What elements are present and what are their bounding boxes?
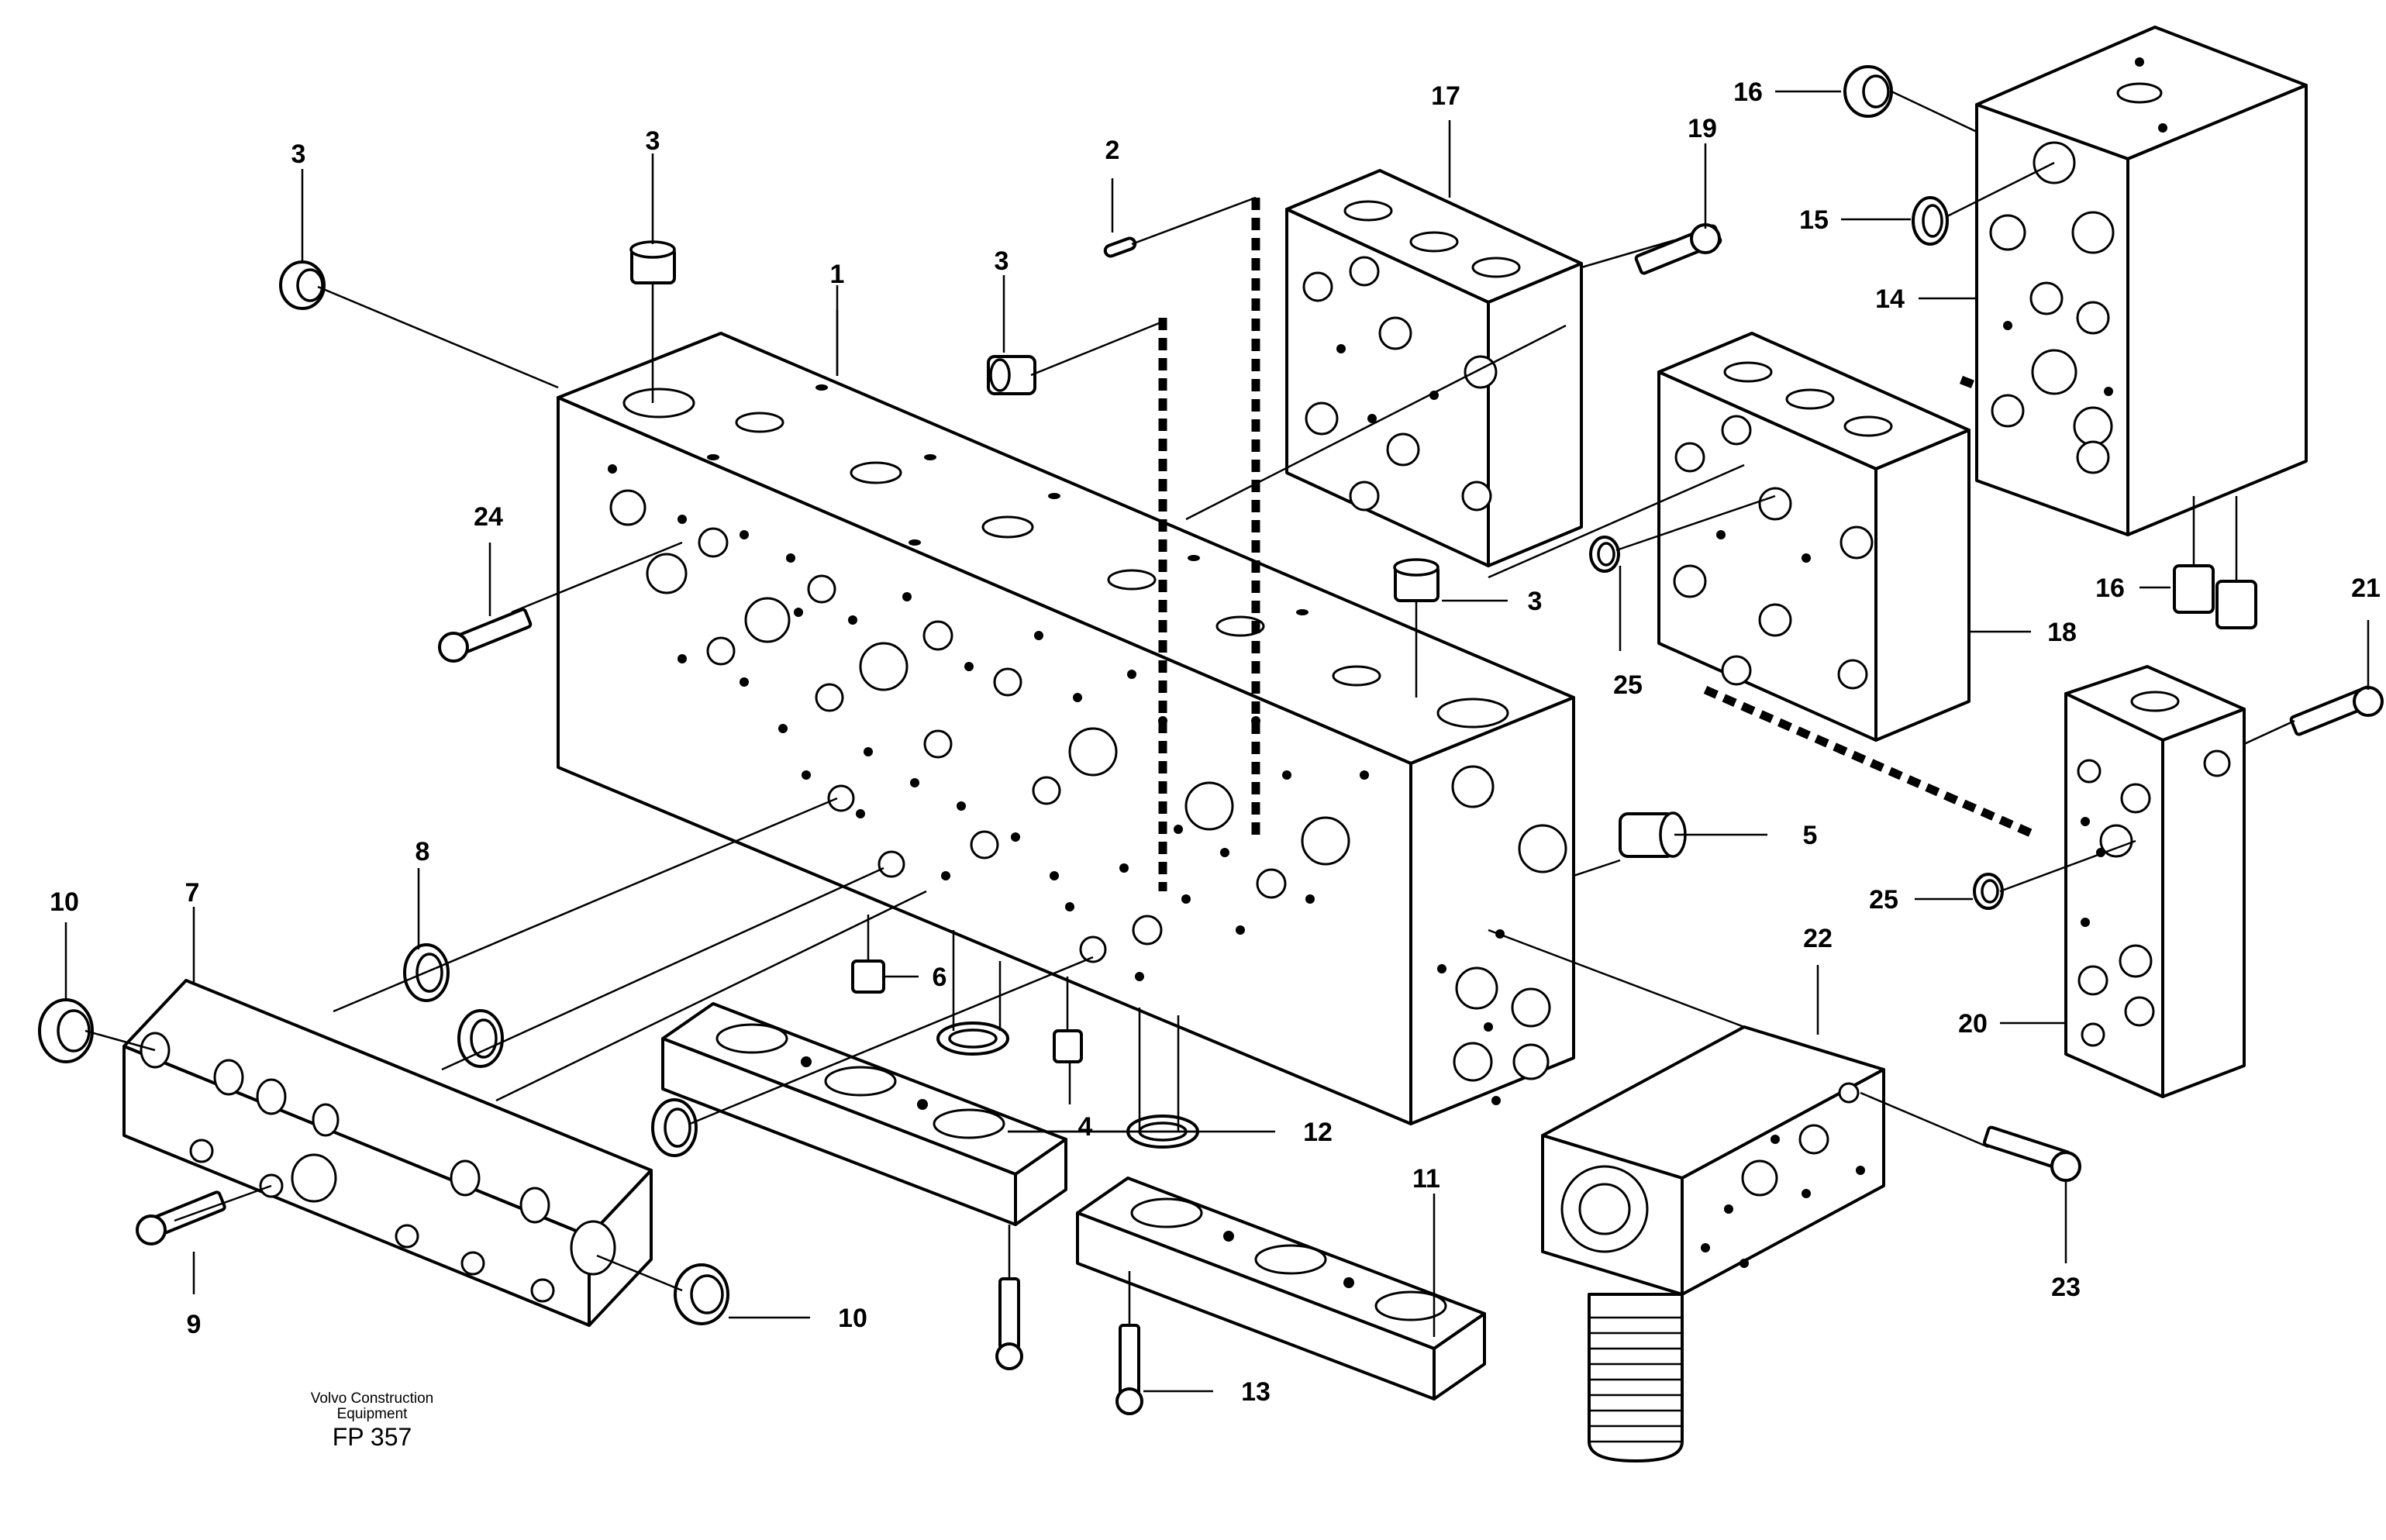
plug-3-middle xyxy=(987,355,1036,395)
callout-13: 13 xyxy=(1241,1377,1271,1407)
callout-16-top: 16 xyxy=(1733,78,1763,107)
flange-plate-11 xyxy=(1076,1177,1486,1400)
callout-1: 1 xyxy=(830,260,845,289)
figure-code: FP 357 xyxy=(333,1423,412,1451)
plug-6 xyxy=(851,959,885,994)
plug-16-top xyxy=(1843,65,1893,118)
o-ring-25-top xyxy=(1589,536,1620,573)
brand-line-2: Equipment xyxy=(337,1406,409,1422)
callout-22: 22 xyxy=(1803,924,1833,953)
callout-8: 8 xyxy=(415,837,430,866)
plug-10-left xyxy=(38,998,94,1063)
bolt-13 xyxy=(1115,1324,1143,1415)
plug-3-right xyxy=(1393,558,1440,602)
plug-10-right xyxy=(674,1263,729,1325)
bolt-24 xyxy=(438,608,533,663)
callout-21: 21 xyxy=(2351,574,2381,603)
bolt-9 xyxy=(136,1190,226,1245)
callout-10-right: 10 xyxy=(838,1304,867,1333)
valve-section-20 xyxy=(2064,665,2246,1098)
callout-15: 15 xyxy=(1799,205,1829,235)
callout-11: 11 xyxy=(1412,1164,1440,1194)
callout-19: 19 xyxy=(1688,114,1717,143)
callout-5: 5 xyxy=(1803,821,1818,850)
callout-20: 20 xyxy=(1958,1009,1988,1039)
bolt-13-left xyxy=(995,1277,1023,1370)
callout-18: 18 xyxy=(2047,618,2077,647)
plug-3-top xyxy=(629,240,676,284)
o-ring-25-right xyxy=(1973,873,2004,910)
valve-end-section-14 xyxy=(1975,26,2308,536)
callout-numbers: 1 2 3 3 3 3 4 5 6 7 8 9 10 10 11 12 13 1… xyxy=(50,78,2381,1407)
callout-14: 14 xyxy=(1875,284,1905,314)
callout-4: 4 xyxy=(1078,1112,1093,1142)
assembly-lines xyxy=(84,90,2295,1325)
callout-25-right: 25 xyxy=(1869,885,1898,915)
phantom-outline-left xyxy=(1158,198,1260,891)
callout-16-bottom: 16 xyxy=(2095,574,2125,603)
callout-2: 2 xyxy=(1105,136,1120,165)
callout-12: 12 xyxy=(1303,1118,1333,1147)
footer-caption: Volvo Construction Equipment FP 357 xyxy=(311,1390,433,1451)
cover-block-7 xyxy=(122,979,653,1327)
main-valve-block xyxy=(557,332,1575,1125)
callout-24: 24 xyxy=(474,502,503,532)
o-ring-15 xyxy=(1912,196,1949,246)
callout-25-top: 25 xyxy=(1613,670,1643,700)
callout-23: 23 xyxy=(2051,1273,2081,1302)
valve-section-18 xyxy=(1657,332,1971,742)
pin-2 xyxy=(1103,236,1137,258)
plugs-16-bottom xyxy=(2173,564,2257,629)
callout-6: 6 xyxy=(933,963,947,992)
bolt-23 xyxy=(1983,1125,2081,1182)
callout-3-middle: 3 xyxy=(995,246,1009,276)
bolt-19 xyxy=(1634,223,1722,275)
flange-plate-6 xyxy=(661,1002,1067,1226)
plug-4 xyxy=(1053,1029,1083,1063)
callout-3-right: 3 xyxy=(1528,587,1543,616)
callout-3-top-left: 3 xyxy=(291,140,306,169)
bolt-21 xyxy=(2289,685,2384,736)
callout-7: 7 xyxy=(185,878,200,908)
valve-22 xyxy=(1541,1025,1885,1462)
callout-10-left: 10 xyxy=(50,887,79,917)
callout-17: 17 xyxy=(1431,81,1460,111)
callout-3-top: 3 xyxy=(646,126,660,156)
callout-9: 9 xyxy=(187,1310,202,1339)
valve-section-17 xyxy=(1285,169,1583,567)
leader-lines xyxy=(64,90,2370,1393)
plug-3-top-left xyxy=(279,260,326,310)
main-block-small-holes xyxy=(608,464,1369,981)
brand-line-1: Volvo Construction xyxy=(311,1390,433,1407)
